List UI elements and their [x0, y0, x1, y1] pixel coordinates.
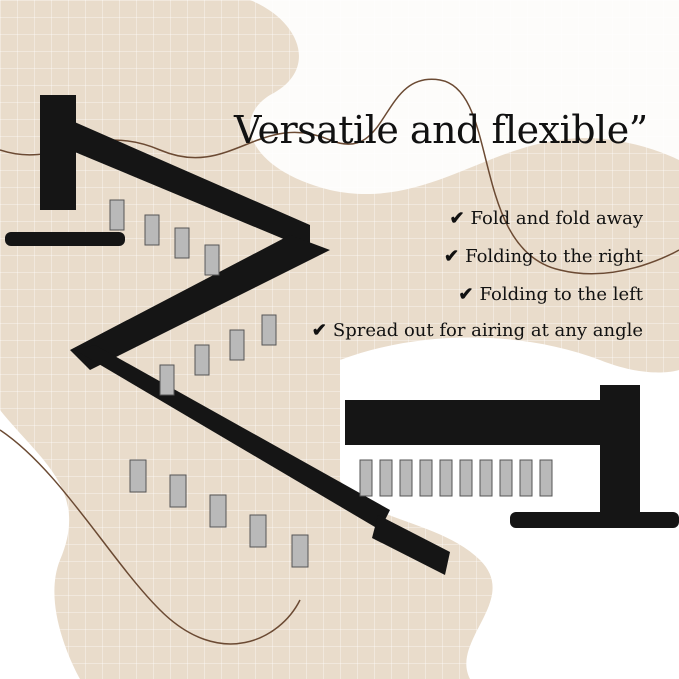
brown-line: [0, 78, 679, 645]
rack-folded: [345, 385, 679, 528]
white-blob-top: [0, 0, 679, 195]
check-icon: ✔: [311, 320, 327, 341]
rack-extended: [5, 95, 450, 575]
feature-label: Spread out for airing at any angle: [332, 320, 643, 341]
check-icon: ✔: [458, 284, 474, 305]
feature-item: ✔ Spread out for airing at any angle: [312, 320, 643, 341]
headline: Versatile and flexible”: [234, 108, 648, 152]
check-icon: ✔: [449, 208, 465, 229]
feature-item: ✔ Fold and fold away: [449, 208, 643, 229]
white-blob-left: [0, 410, 80, 679]
clips-left: [109, 199, 309, 568]
feature-label: Folding to the right: [465, 246, 643, 267]
feature-label: Fold and fold away: [470, 208, 643, 229]
check-icon: ✔: [443, 246, 460, 267]
feature-item: ✔ Folding to the left: [458, 284, 643, 305]
clips-right: [359, 459, 553, 497]
feature-item: ✔ Folding to the right: [444, 246, 643, 267]
feature-label: Folding to the left: [479, 284, 643, 305]
